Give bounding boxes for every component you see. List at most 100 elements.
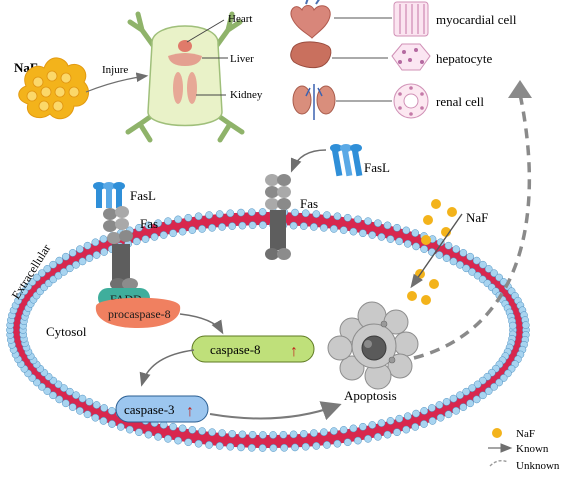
organ-liver-label: Liver xyxy=(230,53,254,65)
phospholipid-head xyxy=(99,235,108,243)
phospholipid-head xyxy=(226,209,235,218)
apoptotic-cell-icon xyxy=(327,301,419,390)
phospholipid-head xyxy=(490,382,498,391)
phospholipid-head xyxy=(435,401,444,409)
phospholipid-head xyxy=(144,221,153,230)
phospholipid-head xyxy=(289,430,298,439)
phospholipid-head xyxy=(218,223,226,231)
phospholipid-head xyxy=(279,430,288,439)
phospholipid-head xyxy=(60,268,68,276)
phospholipid-head xyxy=(150,233,159,241)
phospholipid-head xyxy=(72,391,80,400)
phospholipid-head xyxy=(412,409,420,418)
phospholipid-head xyxy=(428,417,437,425)
injure-label: Injure xyxy=(102,64,128,76)
phospholipid-head xyxy=(205,211,213,219)
fas-receptor-complex: FasL Fas FADD procaspase-8 xyxy=(93,182,181,328)
phospholipid-head xyxy=(368,231,377,239)
phospholipid-head xyxy=(258,444,267,452)
phospholipid-head xyxy=(339,226,348,234)
phospholipid-head xyxy=(299,430,308,438)
heart-icon xyxy=(290,0,331,39)
phospholipid-head xyxy=(205,441,213,449)
phospholipid-head xyxy=(38,269,46,278)
fasl-label-left: FasL xyxy=(130,188,156,203)
phospholipid-head xyxy=(68,249,77,257)
phospholipid-head xyxy=(472,256,481,265)
phospholipid-head xyxy=(479,260,487,269)
phospholipid-head xyxy=(169,422,177,431)
legend-naf-swatch xyxy=(492,428,502,438)
phospholipid-head xyxy=(237,443,245,452)
phospholipid-head xyxy=(55,256,64,265)
phospholipid-head xyxy=(320,428,328,437)
caspase3-up-arrow: ↑ xyxy=(186,403,194,420)
phospholipid-head xyxy=(100,404,108,412)
phospholipid-head xyxy=(159,231,168,239)
phospholipid-head xyxy=(359,422,367,431)
phospholipid-head xyxy=(99,417,108,425)
phospholipid-head xyxy=(135,223,143,232)
phospholipid-head xyxy=(310,223,318,231)
phospholipid-head xyxy=(54,271,63,280)
phospholipid-head xyxy=(403,412,412,421)
phospholipid-head xyxy=(291,208,299,217)
phospholipid-head xyxy=(462,264,471,273)
phospholipid-head xyxy=(499,374,508,382)
phospholipid-head xyxy=(169,229,177,238)
phospholipid-head xyxy=(238,430,247,439)
liver-icon xyxy=(290,41,332,69)
unknown-feedback-arrow xyxy=(413,93,531,360)
phospholipid-head xyxy=(449,394,458,403)
phospholipid-head xyxy=(194,212,203,221)
phospholipid-head xyxy=(218,429,226,437)
phospholipid-head xyxy=(38,382,46,391)
phospholipid-head xyxy=(154,432,162,441)
cell-membrane xyxy=(6,208,530,452)
phospholipid-head xyxy=(141,235,150,243)
phospholipid-head xyxy=(107,407,116,415)
phospholipid-head xyxy=(78,257,87,266)
frog-liver xyxy=(168,53,202,66)
fas-receptor-center: Fas xyxy=(265,174,318,260)
phospholipid-head xyxy=(349,227,358,236)
phospholipid-head xyxy=(291,443,299,452)
phospholipid-head xyxy=(188,426,197,434)
phospholipid-head xyxy=(208,428,216,437)
naf-pellets xyxy=(26,70,80,112)
phospholipid-head xyxy=(215,210,224,218)
phospholipid-head xyxy=(184,213,193,222)
phospholipid-head xyxy=(411,423,420,431)
phospholipid-head xyxy=(374,432,382,441)
caspase3-label: caspase-3 xyxy=(124,402,175,417)
phospholipid-head xyxy=(174,436,182,445)
phospholipid-head xyxy=(459,249,468,257)
apoptosis-label: Apoptosis xyxy=(344,388,397,403)
phospholipid-head xyxy=(164,217,172,226)
phospholipid-head xyxy=(393,223,401,232)
phospholipid-head xyxy=(125,425,134,434)
phospholipid-head xyxy=(383,221,392,230)
phospholipid-head xyxy=(495,378,503,387)
phospholipid-head xyxy=(395,237,404,246)
legend-unknown-label: Unknown xyxy=(516,460,560,472)
phospholipid-head xyxy=(108,420,116,428)
phospholipid-head xyxy=(484,265,493,273)
naf-blob-icon xyxy=(18,57,89,120)
phospholipid-head xyxy=(61,399,70,408)
phospholipid-head xyxy=(237,208,245,217)
phospholipid-head xyxy=(78,394,87,403)
renal-cell-icon xyxy=(393,83,429,119)
caspase8-to-caspase3-arrow xyxy=(139,349,195,387)
phospholipid-head xyxy=(154,219,162,228)
phospholipid-head xyxy=(420,407,429,415)
phospholipid-head xyxy=(343,213,352,222)
phospholipid-head xyxy=(100,248,108,256)
phospholipid-head xyxy=(310,429,318,437)
myocardial-cell-icon xyxy=(393,1,429,37)
fas-label-left: Fas xyxy=(140,216,158,231)
organ-leaders xyxy=(186,19,228,96)
phospholipid-head xyxy=(49,391,57,400)
phospholipid-head xyxy=(33,273,41,282)
phospholipid-head xyxy=(269,444,278,452)
